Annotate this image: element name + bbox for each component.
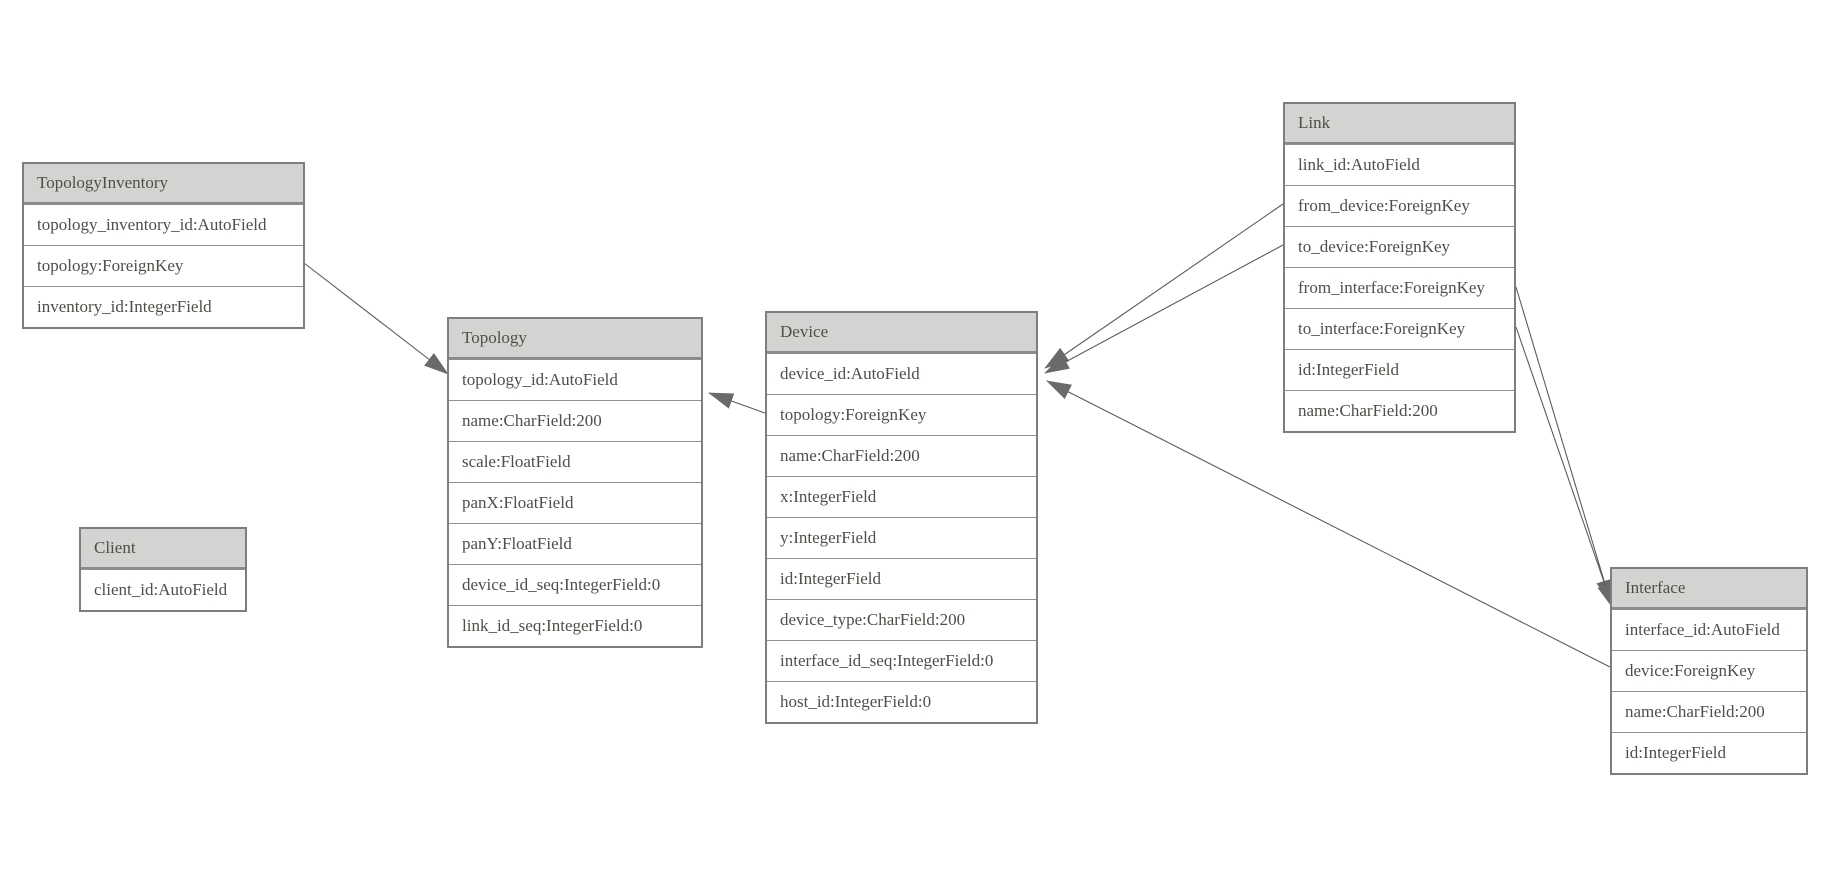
- relationship-line-link-to_interface-interface: [1515, 326, 1614, 609]
- entity-title: Client: [81, 529, 245, 569]
- relationship-line-link-from_device-device: [1044, 203, 1284, 369]
- entity-field-row: panY:FloatField: [449, 523, 701, 564]
- entity-field-row: device_id:AutoField: [767, 353, 1036, 394]
- entity-field-row: from_device:ForeignKey: [1285, 185, 1514, 226]
- entity-field-row: link_id_seq:IntegerField:0: [449, 605, 701, 646]
- entity-field-row: name:CharField:200: [1285, 390, 1514, 431]
- entity-title: Topology: [449, 319, 701, 359]
- entity-field-row: id:IntegerField: [767, 558, 1036, 599]
- relationship-line-topologyinventory-topology: [303, 262, 449, 375]
- relationship-line-link-to_device-device: [1044, 244, 1284, 374]
- entity-field-row: device:ForeignKey: [1612, 650, 1806, 691]
- entity-field-row: topology:ForeignKey: [24, 245, 303, 286]
- entity-field-row: topology:ForeignKey: [767, 394, 1036, 435]
- entity-field-row: topology_id:AutoField: [449, 359, 701, 400]
- entity-field-row: scale:FloatField: [449, 441, 701, 482]
- entity-field-row: name:CharField:200: [767, 435, 1036, 476]
- entity-field-row: id:IntegerField: [1612, 732, 1806, 773]
- entity-field-row: to_device:ForeignKey: [1285, 226, 1514, 267]
- entity-field-row: name:CharField:200: [449, 400, 701, 441]
- entity-field-row: interface_id:AutoField: [1612, 609, 1806, 650]
- entity-title: TopologyInventory: [24, 164, 303, 204]
- entity-field-row: link_id:AutoField: [1285, 144, 1514, 185]
- entity-field-row: client_id:AutoField: [81, 569, 245, 610]
- entity-title: Link: [1285, 104, 1514, 144]
- entity-field-row: name:CharField:200: [1612, 691, 1806, 732]
- entity-field-row: device_type:CharField:200: [767, 599, 1036, 640]
- entity-field-row: y:IntegerField: [767, 517, 1036, 558]
- entity-field-row: device_id_seq:IntegerField:0: [449, 564, 701, 605]
- entity-field-row: x:IntegerField: [767, 476, 1036, 517]
- entity-field-row: inventory_id:IntegerField: [24, 286, 303, 327]
- entity-field-row: from_interface:ForeignKey: [1285, 267, 1514, 308]
- relationship-line-link-from_interface-interface: [1515, 286, 1612, 605]
- entity-field-row: host_id:IntegerField:0: [767, 681, 1036, 722]
- entity-field-row: interface_id_seq:IntegerField:0: [767, 640, 1036, 681]
- entity-field-row: id:IntegerField: [1285, 349, 1514, 390]
- entity-field-row: topology_inventory_id:AutoField: [24, 204, 303, 245]
- entity-field-row: panX:FloatField: [449, 482, 701, 523]
- entity-title: Interface: [1612, 569, 1806, 609]
- entity-title: Device: [767, 313, 1036, 353]
- entity-field-row: to_interface:ForeignKey: [1285, 308, 1514, 349]
- relationship-line-device-topology: [708, 392, 766, 414]
